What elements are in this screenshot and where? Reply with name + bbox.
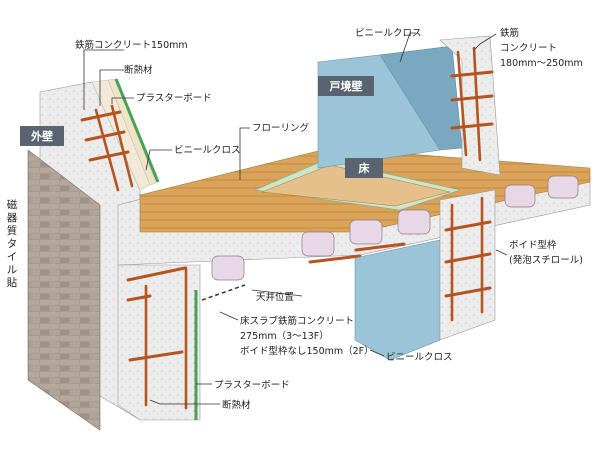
void-form-box [504,184,536,208]
tag-boundary-wall-text: 戸境壁 [330,79,363,93]
vertical-char: 磁 [7,198,18,211]
text-labels: 鉄筋コンクリート150mm 断熱材 プラスターボード ビニールクロス フローリン… [75,27,583,411]
vinyl-cloth-layer [114,78,160,183]
vertical-char: 器 [7,212,18,224]
label-rebar-right-1: 鉄筋 [500,27,519,39]
label-vinyl-cloth-left: ビニールクロス [174,145,241,156]
void-form-box [349,219,383,245]
exterior-wall [27,78,160,431]
label-plaster-board-top: プラスターボード [136,93,212,104]
vertical-char: 貼 [7,276,18,289]
label-flooring: フローリング [252,122,310,134]
lower-wall [117,264,246,421]
vertical-char: ル [7,264,18,276]
boundary-wall-lower [354,189,496,361]
void-forms [211,175,579,281]
boundary-wall-upper [317,35,501,176]
label-ceiling-position: 天井位置 [256,291,294,303]
void-form-box [397,209,431,235]
tile-cladding [27,149,101,431]
vertical-char: イ [7,251,18,263]
label-void-form-2: (発泡スチロール) [509,254,583,266]
vertical-char: タ [7,238,18,250]
label-insulation-bottom: 断熱材 [222,399,251,411]
tag-boundary-wall: 戸境壁 [318,76,374,96]
label-vinyl-cloth-top: ビニールクロス [355,28,422,39]
label-rebar-concrete-150: 鉄筋コンクリート150mm [75,39,188,51]
tag-floor-text: 床 [359,161,371,175]
label-vinyl-cloth-bottom: ビニールクロス [386,352,453,363]
plaster-board-layer [107,78,157,186]
label-rebar-right-2: コンクリート [500,43,557,54]
void-form-box [547,175,579,199]
label-slab-1: 床スラブ鉄筋コンクリート [240,315,354,327]
tag-exterior-wall: 外壁 [20,126,64,146]
void-form-box [211,255,245,281]
label-void-form-1: ボイド型枠 [509,239,557,251]
label-rebar-right-3: 180mm～250mm [500,58,583,69]
label-slab-2: 275mm（3～13F） [240,330,329,342]
label-plaster-board-bottom: プラスターボード [214,380,290,391]
tag-exterior-wall-text: 外壁 [30,129,53,143]
label-insulation-top: 断熱材 [124,64,153,76]
leader-lines [83,32,508,405]
tag-floor: 床 [345,158,383,178]
vertical-label-tile: 磁 器 質 タ イ ル 貼 [7,198,18,289]
vertical-char: 質 [7,224,18,237]
void-form-box [301,231,335,257]
label-slab-3: ボイド型枠なし150mm（2F） [240,345,374,357]
